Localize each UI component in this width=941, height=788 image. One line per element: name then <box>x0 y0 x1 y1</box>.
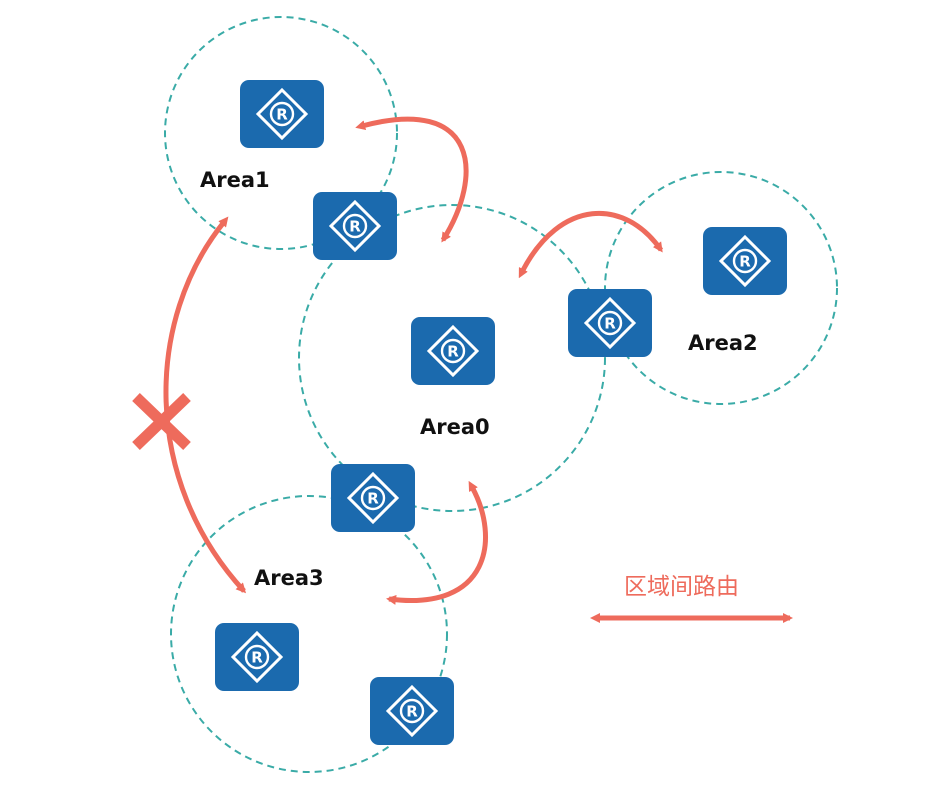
area0-label: Area0 <box>420 415 490 439</box>
route-arrow-area1-area0 <box>355 116 469 243</box>
router-icon <box>409 315 497 387</box>
area3-label: Area3 <box>254 566 324 590</box>
router-icon <box>238 78 326 150</box>
router-icon <box>213 621 301 693</box>
router-icon <box>311 190 399 262</box>
route-arrow-area1-area3-blocked <box>163 216 247 594</box>
area2-boundary <box>604 171 838 405</box>
area1-label: Area1 <box>200 168 270 192</box>
legend-label: 区域间路由 <box>624 574 739 600</box>
router-icon <box>566 287 654 359</box>
route-arrow-area0-area3 <box>386 480 488 605</box>
router-icon <box>701 225 789 297</box>
router-icon <box>368 675 456 747</box>
x-icon <box>132 393 191 450</box>
area3-boundary <box>170 495 448 773</box>
router-icon <box>329 462 417 534</box>
route-arrow-area0-area2 <box>518 210 664 279</box>
area2-label: Area2 <box>688 331 758 355</box>
